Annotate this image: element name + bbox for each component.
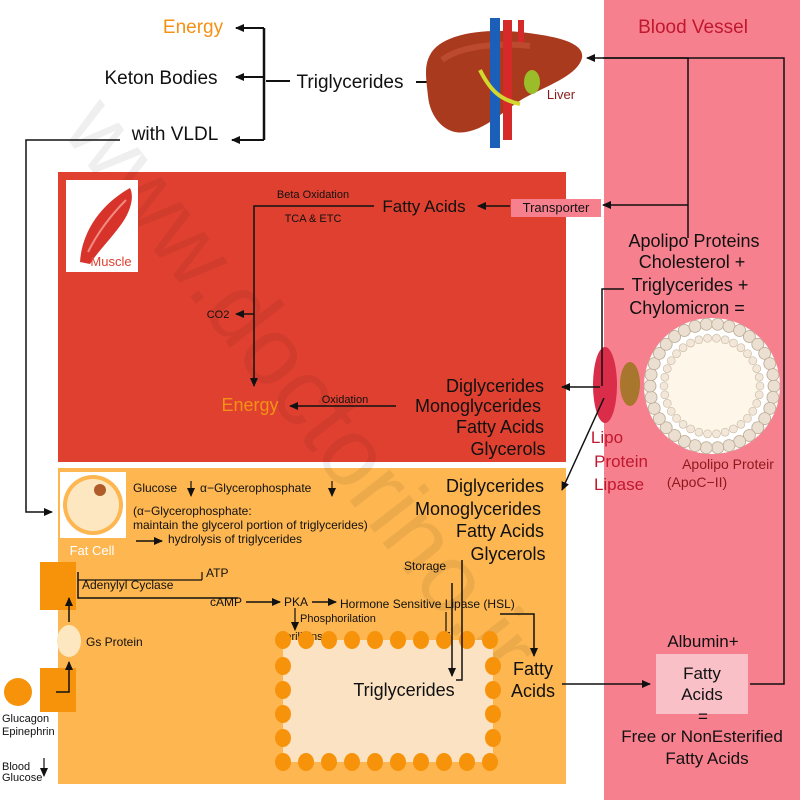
albumin-acids-text: Acids xyxy=(681,685,723,704)
glucose-text: Glucose xyxy=(133,481,177,495)
phosphorilation-text: Phosphorilation xyxy=(300,613,376,625)
lipid-droplet xyxy=(283,640,493,762)
albumin-box xyxy=(656,654,748,714)
transporter-text: Transporter xyxy=(523,200,590,215)
storage-line xyxy=(456,560,463,681)
arrow-vldl-to-fat xyxy=(25,139,120,516)
liver-label: Liver xyxy=(547,87,576,102)
gs-protein-shape xyxy=(57,625,81,657)
fat-acids-text: Acids xyxy=(511,681,555,701)
perilipin-coat xyxy=(275,631,501,771)
glucagon-text: Glucagon xyxy=(2,713,49,725)
ffa-line-2: Fatty Acids xyxy=(665,749,748,768)
apoc-ii-shape xyxy=(620,362,640,406)
muscle-label: Muscle xyxy=(90,254,131,269)
fat-cell-label: Fat Cell xyxy=(70,543,115,558)
arrow-lpl-to-fat-products xyxy=(561,397,605,491)
fat-product-2: Monoglycerides xyxy=(415,499,541,519)
fat-product-4: Glycerols xyxy=(470,544,545,564)
line-chylo-to-lpl xyxy=(601,288,624,386)
blood-text: Blood xyxy=(2,761,30,773)
equals-text: = xyxy=(698,707,708,726)
storage-text: Storage xyxy=(404,559,446,573)
muscle-product-4: Glycerols xyxy=(470,439,545,459)
oxidation-text: Oxidation xyxy=(322,394,368,406)
arrow-hsl-to-fa xyxy=(500,613,538,657)
a-glycero-text: α−Glycerophosphate xyxy=(200,481,312,495)
albumin-text: Albumin+ xyxy=(667,632,738,651)
muscle-icon xyxy=(66,180,138,272)
liver-triglycerides-text: Triglycerides xyxy=(297,72,404,93)
line-receptor-to-camp xyxy=(77,572,238,599)
transporter-box xyxy=(511,199,601,217)
liver-icon xyxy=(426,18,583,148)
fat-product-1: Diglycerides xyxy=(446,476,544,496)
chylo-line-1: Apolipo Proteins xyxy=(628,231,759,251)
liver-energy-text: Energy xyxy=(163,17,224,38)
lpl-line-1: Lipo xyxy=(591,428,623,447)
blood-glucose-text: Glucose xyxy=(2,772,42,784)
gs-protein-text: Gs Protein xyxy=(86,635,143,649)
arrow-ffa-to-liver xyxy=(603,57,785,685)
tca-etc-text: TCA & ETC xyxy=(285,213,342,225)
droplet-triglycerides-text: Triglycerides xyxy=(353,680,454,700)
chylomicron-icon xyxy=(643,317,781,455)
hydrolysis-text: hydrolysis of triglycerides xyxy=(168,532,302,546)
muscle-product-3: Fatty Acids xyxy=(456,417,544,437)
chylo-line-2: Cholesterol + xyxy=(639,252,746,272)
co2-text: CO2 xyxy=(207,309,230,321)
pka-text: PKA xyxy=(284,595,308,609)
muscle-product-1: Diglycerides xyxy=(446,376,544,396)
keton-bodies-text: Keton Bodies xyxy=(104,68,217,89)
camp-text: cAMP xyxy=(210,595,242,609)
apo-line-2: (ApoC−II) xyxy=(667,474,727,490)
lpl-line-3: Lipase xyxy=(594,475,644,494)
paren-line-1: (α−Glycerophosphate: xyxy=(133,504,252,518)
fat-fatty-text: Fatty xyxy=(513,659,553,679)
fat-cell-icon xyxy=(60,472,126,538)
fat-product-3: Fatty Acids xyxy=(456,521,544,541)
arrow-fa-to-energy xyxy=(250,205,374,387)
receptor-box-lower xyxy=(40,668,76,712)
adenylyl-text: Adenylyl Cyclase xyxy=(82,578,174,592)
blood-vessel-title: Blood Vessel xyxy=(638,17,748,38)
paren-line-2: maintain the glycerol portion of triglyc… xyxy=(133,518,368,532)
ffa-line-1: Free or NonEsterified xyxy=(621,727,783,746)
arrow-ligand-to-gs xyxy=(56,661,73,693)
lipoprotein-lipase-shape xyxy=(593,347,617,423)
receptor-box xyxy=(40,562,76,610)
apo-line-1: Apolipo Proteir xyxy=(682,456,774,472)
beta-oxidation-text: Beta Oxidation xyxy=(277,189,349,201)
hsl-text: Hormone Sensitive Lipase (HSL) xyxy=(340,597,515,611)
muscle-region xyxy=(58,172,566,462)
chylo-line-3: Triglycerides + xyxy=(632,275,749,295)
with-vldl-text: with VLDL xyxy=(131,124,219,145)
muscle-product-2: Monoglycerides xyxy=(415,396,541,416)
muscle-energy-text: Energy xyxy=(221,395,278,415)
lpl-line-2: Protein xyxy=(594,452,648,471)
albumin-fatty-text: Fatty xyxy=(683,664,721,683)
muscle-fatty-acids-text: Fatty Acids xyxy=(382,197,465,216)
epinephrin-text: Epinephrin xyxy=(2,726,55,738)
glucagon-ligand xyxy=(4,678,32,706)
chylo-line-4: Chylomicron = xyxy=(629,298,745,318)
atp-text: ATP xyxy=(206,566,228,580)
